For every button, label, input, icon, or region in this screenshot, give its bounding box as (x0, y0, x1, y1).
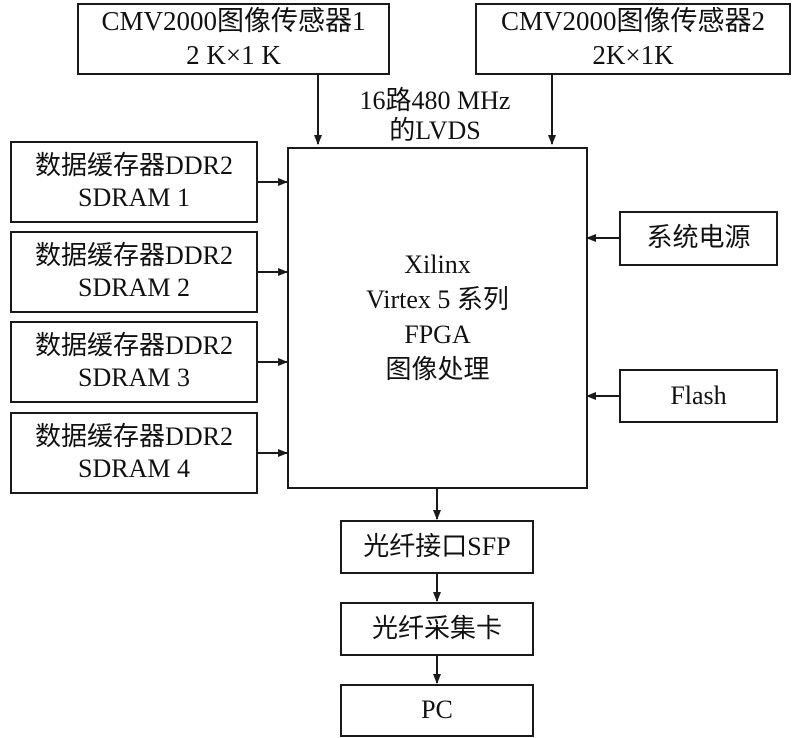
capture-card-box: 光纤采集卡 (340, 602, 534, 656)
sdram-3-box: 数据缓存器DDR2 SDRAM 3 (10, 321, 258, 403)
power-label: 系统电源 (646, 223, 751, 253)
sdram-2-box: 数据缓存器DDR2 SDRAM 2 (10, 231, 258, 313)
sdram-2-label: SDRAM 2 (78, 273, 190, 302)
sensor-1-name: CMV2000图像传感器1 (101, 6, 366, 37)
sensor-1-resolution: 2 K×1 K (186, 40, 281, 70)
sfp-label: 光纤接口SFP (363, 531, 511, 561)
fpga-type: FPGA (404, 320, 471, 349)
flash-box: Flash (619, 369, 778, 423)
sdram-3-label: SDRAM 3 (78, 363, 190, 392)
fpga-family: Virtex 5 系列 (366, 285, 509, 315)
sdram-1-title: 数据缓存器DDR2 (35, 150, 233, 180)
sdram-1-box: 数据缓存器DDR2 SDRAM 1 (10, 141, 258, 223)
sdram-4-box: 数据缓存器DDR2 SDRAM 4 (10, 412, 258, 494)
sensor-2-resolution: 2K×1K (592, 40, 674, 70)
fpga-vendor: Xilinx (404, 250, 471, 280)
sensor-1-box: CMV2000图像传感器1 2 K×1 K (77, 3, 390, 75)
sensor-2-box: CMV2000图像传感器2 2K×1K (475, 3, 791, 75)
lvds-label-line1: 16路480 MHz (359, 86, 511, 115)
sdram-4-label: SDRAM 4 (78, 454, 190, 483)
sensor-2-name: CMV2000图像传感器2 (500, 6, 765, 37)
pc-label: PC (421, 695, 453, 725)
lvds-label-line2: 的LVDS (389, 115, 481, 145)
lvds-label: 16路480 MHz 的LVDS (330, 86, 540, 146)
sfp-box: 光纤接口SFP (340, 520, 534, 574)
flash-label: Flash (670, 380, 727, 410)
fpga-function: 图像处理 (385, 354, 490, 384)
power-box: 系统电源 (619, 211, 778, 266)
sdram-1-label: SDRAM 1 (78, 183, 190, 212)
pc-box: PC (340, 684, 534, 737)
sdram-3-title: 数据缓存器DDR2 (35, 330, 233, 360)
sdram-4-title: 数据缓存器DDR2 (35, 421, 233, 451)
capture-card-label: 光纤采集卡 (371, 613, 502, 643)
sdram-2-title: 数据缓存器DDR2 (35, 240, 233, 270)
fpga-box: Xilinx Virtex 5 系列 FPGA 图像处理 (287, 147, 588, 489)
